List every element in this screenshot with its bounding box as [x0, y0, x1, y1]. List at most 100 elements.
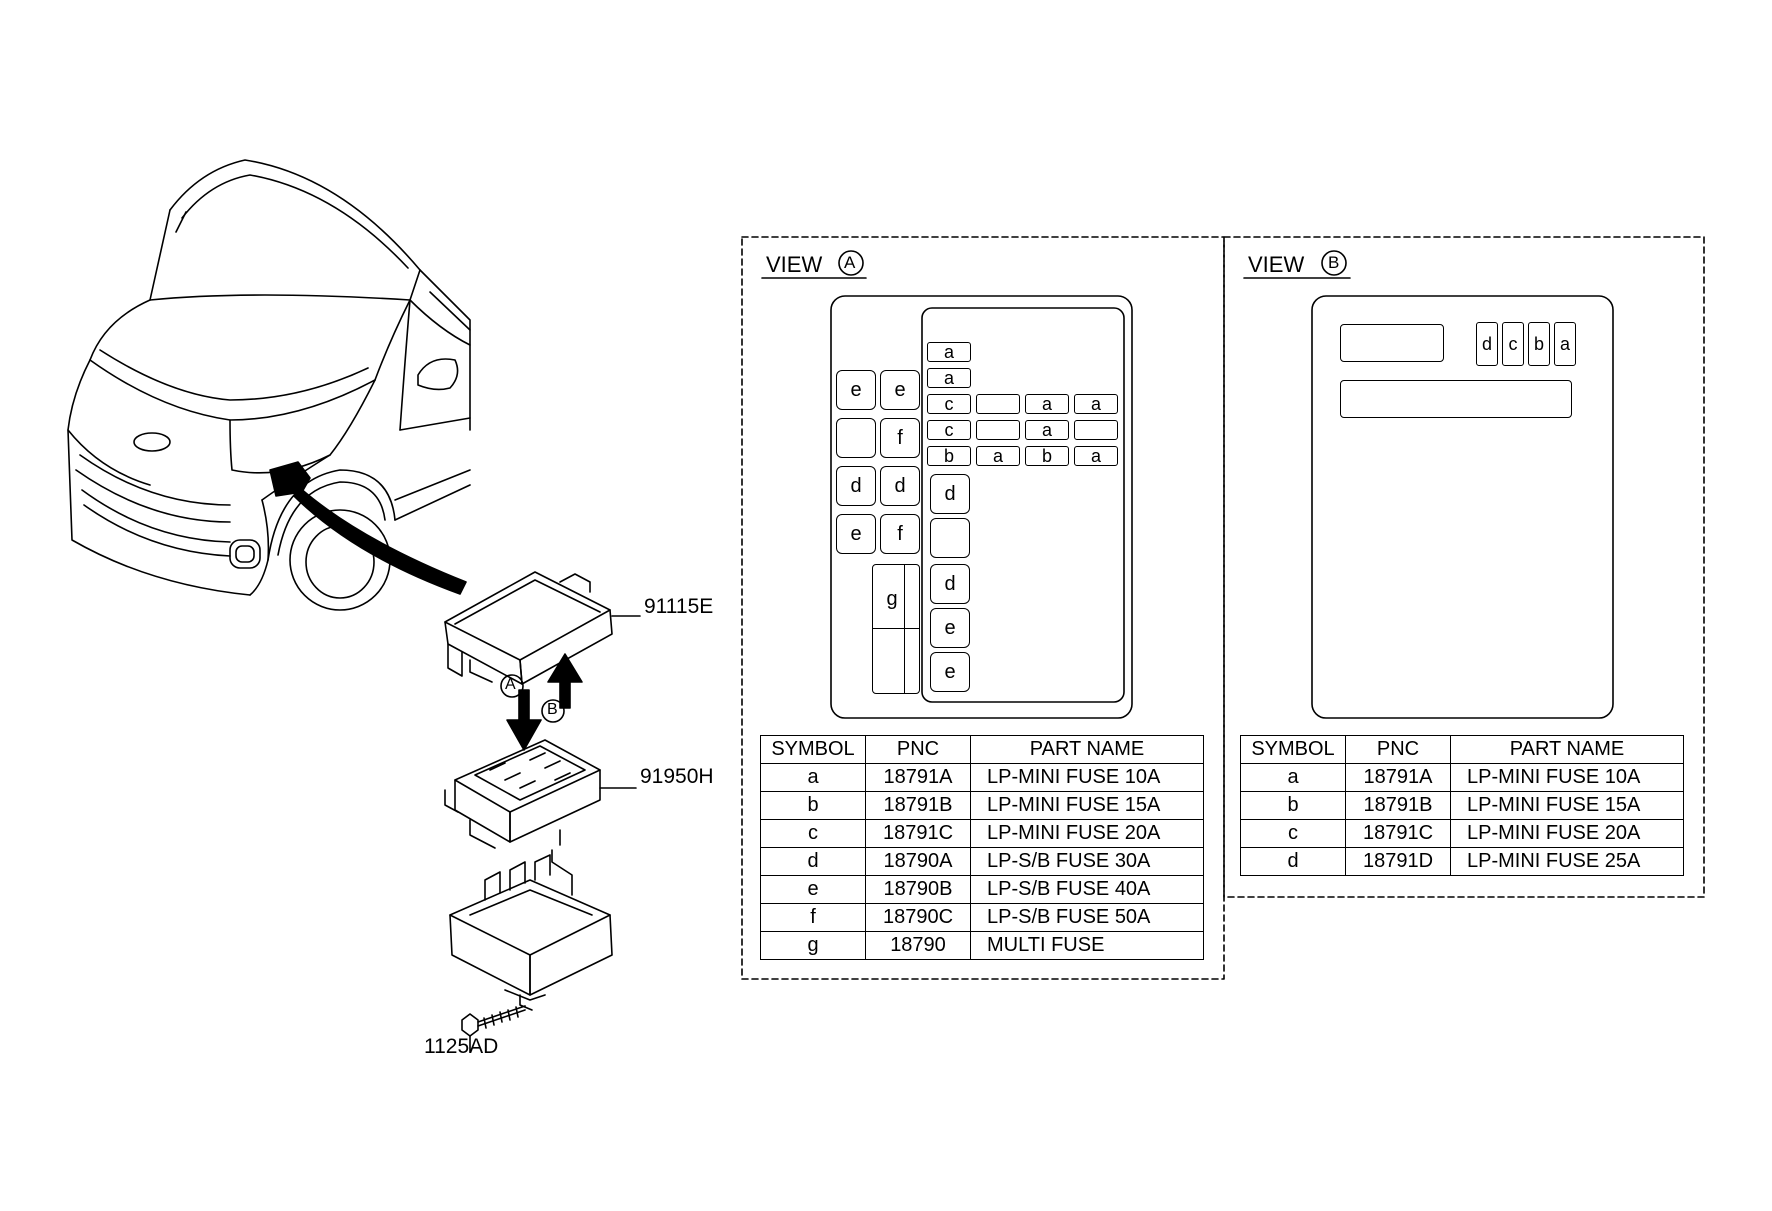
part-name-cell: LP-MINI FUSE 20A [970, 819, 1204, 848]
fuse-slot: f [880, 514, 920, 554]
fuse-slot: e [836, 514, 876, 554]
assembly-arrows [500, 653, 583, 751]
column-header-part-name: PART NAME [1450, 735, 1684, 764]
fuse-slot-empty [836, 418, 876, 458]
part-name-cell: LP-MINI FUSE 15A [1450, 791, 1684, 820]
mini-fuse-slot: d [1476, 322, 1498, 366]
symbol-cell: c [1240, 819, 1346, 848]
view-a-marker: A [844, 253, 856, 272]
part-name-cell: LP-MINI FUSE 10A [1450, 763, 1684, 792]
part-name-cell: MULTI FUSE [970, 931, 1204, 960]
fuse-box-cover [444, 571, 641, 685]
multi-fuse-symbol: g [886, 588, 898, 610]
mini-fuse-slot: a [927, 342, 971, 362]
callout-fuse-box-part-number: 91950H [640, 765, 714, 788]
bolt [461, 1005, 526, 1053]
symbol-cell: f [760, 903, 866, 932]
column-header-symbol: SYMBOL [1240, 735, 1346, 764]
view-b-box-outline [1311, 295, 1614, 719]
pnc-cell: 18791D [1345, 847, 1451, 876]
column-header-pnc: PNC [865, 735, 971, 764]
pnc-cell: 18791C [865, 819, 971, 848]
fuse-slot: e [930, 652, 970, 692]
part-name-cell: LP-MINI FUSE 15A [970, 791, 1204, 820]
column-header-part-name: PART NAME [970, 735, 1204, 764]
fuse-box-body [444, 739, 637, 849]
part-name-cell: LP-S/B FUSE 40A [970, 875, 1204, 904]
symbol-cell: c [760, 819, 866, 848]
fuse-slot: d [930, 564, 970, 604]
mini-fuse-slot-empty [976, 394, 1020, 414]
view-b-frame [1223, 236, 1705, 898]
part-name-cell: LP-MINI FUSE 25A [1450, 847, 1684, 876]
mini-fuse-slot: a [1554, 322, 1576, 366]
mini-fuse-slot: a [976, 446, 1020, 466]
symbol-cell: b [760, 791, 866, 820]
mini-fuse-slot: a [1074, 446, 1118, 466]
view-a-frame [741, 236, 1225, 980]
symbol-cell: d [1240, 847, 1346, 876]
pnc-cell: 18791A [865, 763, 971, 792]
part-name-cell: LP-MINI FUSE 20A [1450, 819, 1684, 848]
pnc-cell: 18791A [1345, 763, 1451, 792]
symbol-cell: g [760, 931, 866, 960]
mini-fuse-slot: c [1502, 322, 1524, 366]
fuse-slot: e [880, 370, 920, 410]
mini-fuse-slot: c [927, 420, 971, 440]
symbol-cell: b [1240, 791, 1346, 820]
relay-slot-empty [1340, 380, 1572, 418]
multi-fuse-divider [904, 564, 905, 694]
pnc-cell: 18791B [1345, 791, 1451, 820]
vehicle-illustration [67, 159, 471, 611]
fuse-slot: f [880, 418, 920, 458]
callout-bolt-part-number: 1125AD [424, 1035, 499, 1058]
fuse-slot: e [836, 370, 876, 410]
pnc-cell: 18790C [865, 903, 971, 932]
table-header-row: SYMBOL PNC PART NAME [1240, 735, 1684, 764]
part-name-cell: LP-MINI FUSE 10A [970, 763, 1204, 792]
pnc-cell: 18790B [865, 875, 971, 904]
mini-fuse-slot: b [927, 446, 971, 466]
mini-fuse-slot: a [927, 368, 971, 388]
symbol-cell: e [760, 875, 866, 904]
column-header-pnc: PNC [1345, 735, 1451, 764]
part-name-cell: LP-S/B FUSE 50A [970, 903, 1204, 932]
fuse-slot: d [930, 474, 970, 514]
mini-fuse-slot: c [927, 394, 971, 414]
pnc-cell: 18790A [865, 847, 971, 876]
arrow-b-marker: B [547, 701, 558, 718]
mini-fuse-slot: b [1025, 446, 1069, 466]
table-header-row: SYMBOL PNC PART NAME [760, 735, 1204, 764]
symbol-cell: a [760, 763, 866, 792]
view-a-box-outline [830, 295, 1133, 719]
multi-fuse-slot: g [872, 564, 920, 694]
relay-slot-empty [1340, 324, 1444, 362]
callout-cover-part-number: 91115E [644, 595, 714, 618]
fuse-slot-empty [930, 518, 970, 558]
pnc-cell: 18791C [1345, 819, 1451, 848]
fuse-slot: e [930, 608, 970, 648]
symbol-cell: d [760, 847, 866, 876]
symbol-cell: a [1240, 763, 1346, 792]
multi-fuse-divider [872, 628, 920, 629]
pnc-cell: 18790 [865, 931, 971, 960]
fuse-slot: d [836, 466, 876, 506]
mini-fuse-slot: a [1025, 420, 1069, 440]
mini-fuse-slot: b [1528, 322, 1550, 366]
part-name-cell: LP-S/B FUSE 30A [970, 847, 1204, 876]
mini-fuse-slot-empty [1074, 420, 1118, 440]
arrow-a-marker: A [505, 676, 516, 693]
mini-fuse-slot: a [1074, 394, 1118, 414]
